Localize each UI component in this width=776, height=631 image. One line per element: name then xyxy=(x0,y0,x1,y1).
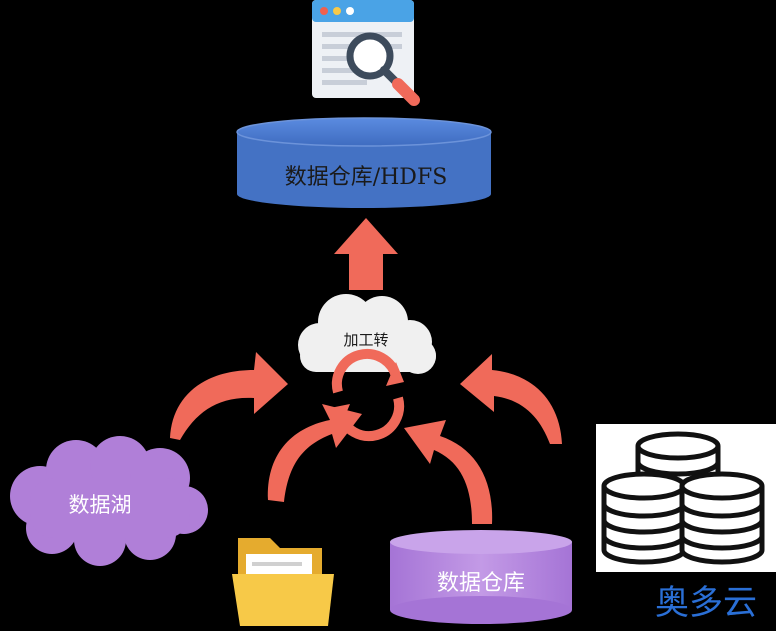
data-lake-label: 数据湖 xyxy=(69,493,132,517)
search-window-icon xyxy=(312,0,420,106)
arrow-from-right xyxy=(460,354,562,444)
arrow-from-bottom-right xyxy=(404,420,493,524)
warehouse-cylinder: 数据仓库 xyxy=(390,530,572,624)
process-cloud: 加工转 xyxy=(298,294,436,374)
folder-icon xyxy=(232,538,334,626)
database-stack-icon xyxy=(596,424,776,572)
arrow-from-left xyxy=(170,352,288,440)
watermark: 奥多云 xyxy=(655,583,757,623)
arrow-from-bottom-left xyxy=(267,404,362,502)
warehouse-label: 数据仓库 xyxy=(437,571,525,596)
warehouse-hdfs-label: 数据仓库/HDFS xyxy=(285,165,448,190)
up-arrow xyxy=(334,218,398,290)
data-lake-cloud: 数据湖 xyxy=(10,436,208,566)
process-label: 加工转 xyxy=(343,331,388,349)
warehouse-hdfs-cylinder: 数据仓库/HDFS xyxy=(236,117,492,208)
